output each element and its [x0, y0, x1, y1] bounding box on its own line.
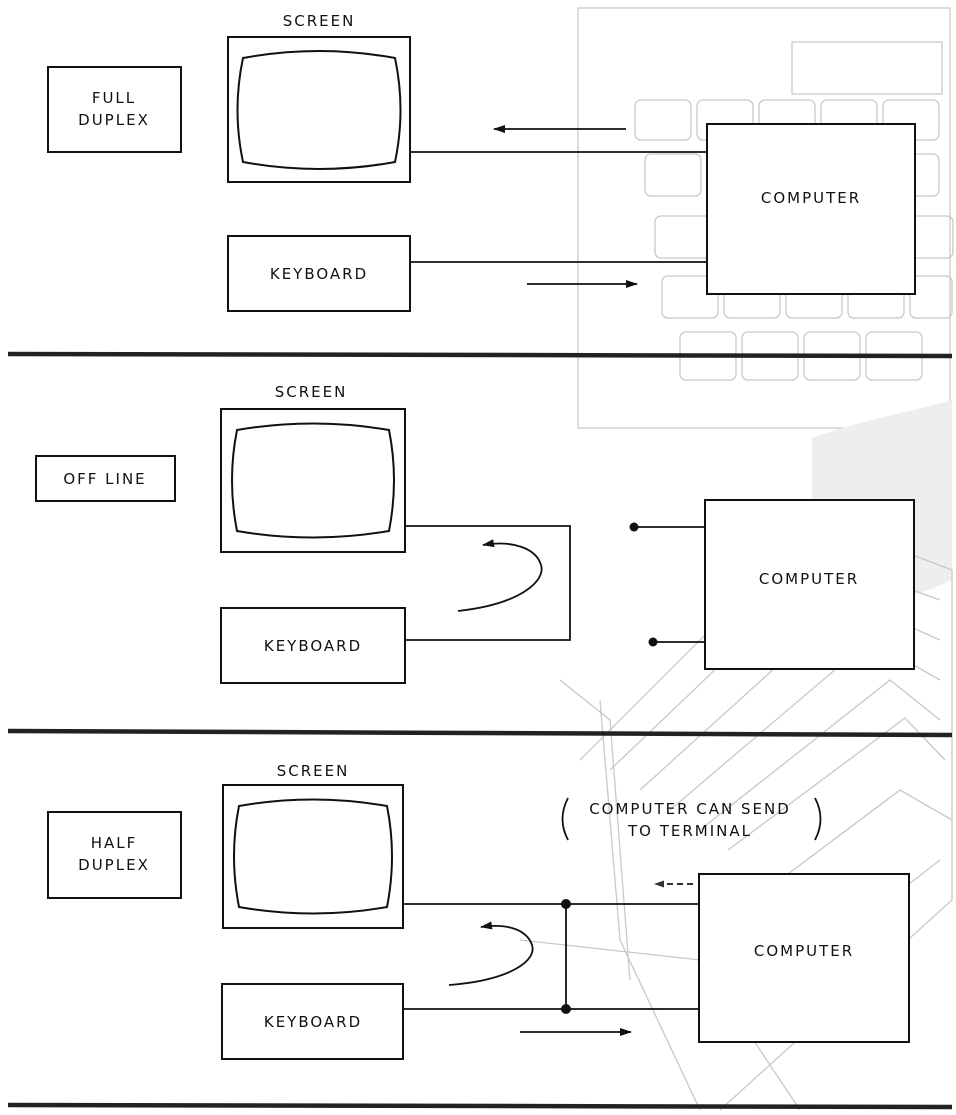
junction-dot — [561, 1004, 571, 1014]
mode-label-line: HALF — [91, 834, 138, 852]
mode-label-line: DUPLEX — [78, 111, 150, 129]
computer-box — [706, 123, 916, 295]
echo-arrow — [448, 921, 534, 986]
mode-label-line: OFF LINE — [63, 470, 146, 488]
mode-label-box — [35, 455, 176, 502]
note-line: TO TERMINAL — [627, 822, 752, 840]
note-line: COMPUTER CAN SEND — [589, 800, 791, 818]
loopback-arrow — [457, 539, 543, 612]
screen-icon — [222, 784, 404, 929]
junction-dot — [561, 899, 571, 909]
keyboard-box — [221, 983, 404, 1060]
mode-label-line: DUPLEX — [78, 856, 150, 874]
screen-icon — [220, 408, 406, 553]
computer-label: COMPUTER — [761, 189, 861, 207]
keyboard-label: KEYBOARD — [264, 1013, 362, 1031]
computer-label: COMPUTER — [759, 570, 859, 588]
mode-label-line: FULL — [92, 89, 136, 107]
divider — [7, 351, 953, 359]
mode-label-box — [47, 811, 182, 899]
open-terminal-dot — [648, 637, 658, 647]
panel-off-line: OFF LINE SCREEN KEYBOARD COMPUTER — [35, 383, 915, 684]
panel-half-duplex: HALF DUPLEX SCREEN KEYBOARD COMPUTER COM… — [47, 762, 910, 1060]
divider — [7, 1102, 953, 1110]
screen-label: SCREEN — [275, 383, 348, 401]
screen-icon — [227, 36, 411, 183]
keyboard-box — [220, 607, 406, 684]
mode-label-box — [47, 66, 182, 153]
computer-box — [704, 499, 915, 670]
panel-full-duplex: FULL DUPLEX SCREEN KEYBOARD COMPUTER — [47, 12, 916, 312]
loopback-line — [405, 525, 571, 641]
keyboard-label: KEYBOARD — [264, 637, 362, 655]
open-terminal-dot — [629, 522, 639, 532]
note-parentheses — [561, 797, 822, 841]
computer-label: COMPUTER — [754, 942, 854, 960]
divider — [7, 728, 953, 738]
screen-label: SCREEN — [277, 762, 350, 780]
keyboard-box — [227, 235, 411, 312]
keyboard-label: KEYBOARD — [270, 265, 368, 283]
computer-box — [698, 873, 910, 1043]
screen-label: SCREEN — [283, 12, 356, 30]
